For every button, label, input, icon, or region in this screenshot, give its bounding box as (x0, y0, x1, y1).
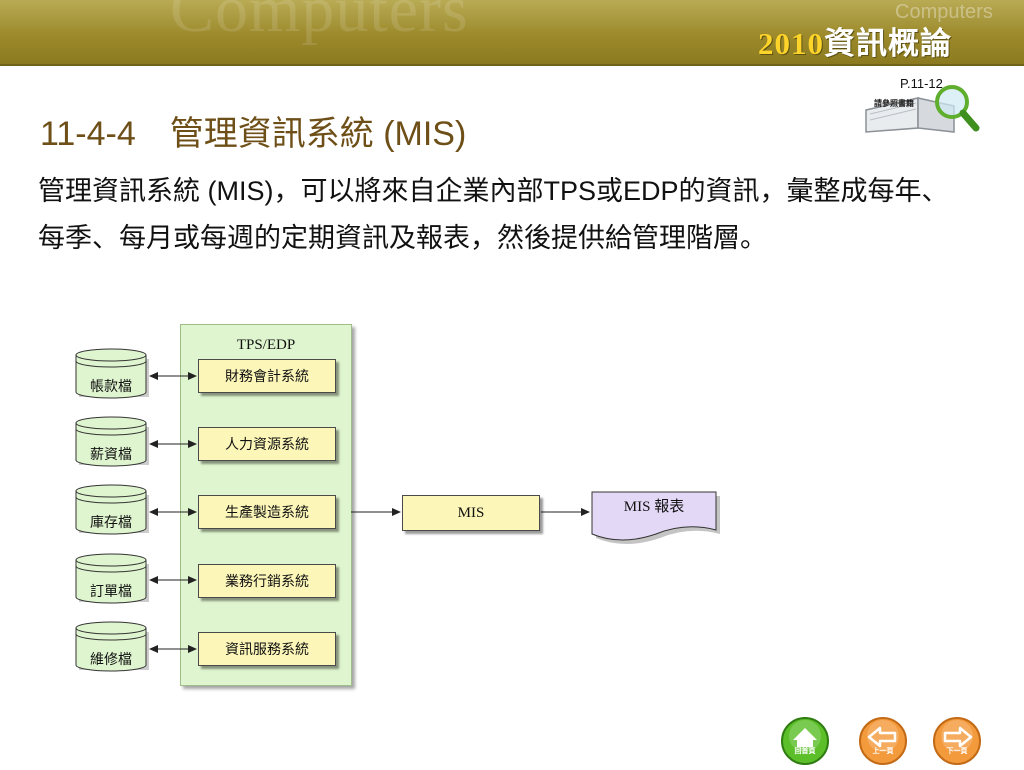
brand-logo: 2010資訊概論 (758, 18, 952, 63)
mis-box: MIS (402, 495, 540, 531)
brand-year: 2010 (758, 26, 824, 61)
prev-page-label: 上一頁 (872, 747, 894, 755)
database-cylinder-icon (75, 484, 149, 535)
database-label: 維修檔 (90, 652, 132, 668)
reference-book-icon[interactable] (862, 72, 980, 136)
tps-edp-title: TPS/EDP (236, 337, 296, 353)
database-cylinder-icon (75, 348, 149, 399)
system-box: 生產製造系統 (198, 495, 336, 529)
database-cylinder-icon (75, 621, 149, 672)
home-icon (781, 717, 829, 765)
reference-page-number: P.11-12 (900, 76, 943, 91)
slide-body-text: 管理資訊系統 (MIS)，可以將來自企業內部TPS或EDP的資訊，彙整成每年、每… (38, 176, 949, 253)
system-box: 財務會計系統 (198, 359, 336, 393)
database-cylinder-icon (75, 416, 149, 467)
system-box: 資訊服務系統 (198, 632, 336, 666)
prev-page-button[interactable]: 上一頁 (858, 716, 908, 766)
arrow-right-icon (933, 717, 981, 765)
arrow-left-icon (859, 717, 907, 765)
system-box: 人力資源系統 (198, 427, 336, 461)
system-box: 業務行銷系統 (198, 564, 336, 598)
reference-label: 請參照書籍 (874, 99, 914, 108)
header-bar: Computers Computers 2010資訊概論 (0, 0, 1024, 66)
brand-name: 資訊概論 (824, 26, 952, 62)
database-cylinder-icon (75, 553, 149, 604)
slide-title: 11-4-4 管理資訊系統 (MIS) (40, 115, 467, 153)
database-label: 帳款檔 (90, 379, 132, 395)
next-page-button[interactable]: 下一頁 (932, 716, 982, 766)
database-label: 訂單檔 (90, 584, 132, 600)
next-page-label: 下一頁 (946, 747, 968, 755)
database-label: 薪資檔 (90, 447, 132, 463)
header-watermark: Computers (170, 0, 469, 46)
home-button[interactable]: 回首頁 (780, 716, 830, 766)
database-label: 庫存檔 (90, 515, 132, 531)
report-document-icon (591, 491, 720, 544)
home-button-label: 回首頁 (794, 747, 816, 755)
report-label: MIS 報表 (623, 499, 685, 515)
header-watermark-right: Computers (895, 1, 993, 23)
